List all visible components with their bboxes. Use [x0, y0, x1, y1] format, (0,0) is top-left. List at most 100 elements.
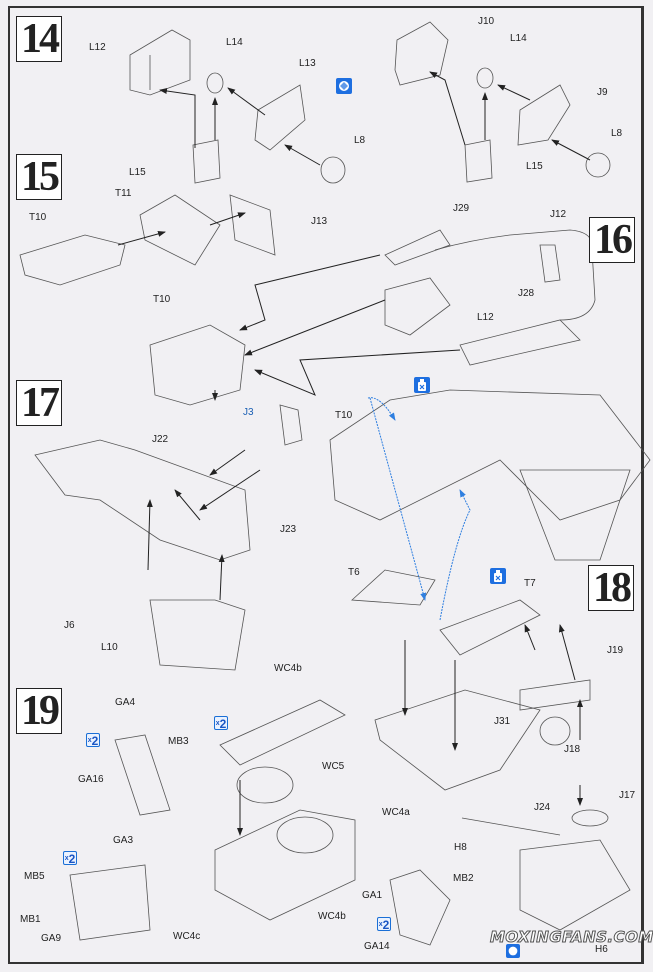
part-L8b — [585, 152, 611, 178]
part-label: L8 — [611, 128, 623, 139]
part-label: L13 — [299, 58, 316, 69]
part-label: WC4b — [274, 663, 302, 674]
page-border — [8, 6, 644, 964]
part-J10 — [394, 21, 449, 86]
part-label: H6 — [595, 944, 608, 955]
part-label: GA16 — [78, 774, 104, 785]
part-label: J9 — [597, 87, 608, 98]
part-label: J23 — [280, 524, 297, 535]
part-label: L14 — [510, 33, 527, 44]
part-J17 — [571, 809, 609, 827]
x-prefix: x — [378, 921, 383, 928]
quantity-value: 2 — [382, 918, 390, 932]
part-label: L14 — [226, 37, 243, 48]
part-L15b — [464, 139, 493, 183]
step-number-16: 16 — [589, 217, 635, 263]
part-L12b — [384, 277, 451, 336]
part-rail — [434, 229, 596, 321]
quantity-x2-badge: x2 — [377, 917, 391, 932]
part-bucket — [519, 469, 631, 561]
part-J3 — [279, 404, 303, 446]
x-prefix: x — [64, 855, 69, 862]
part-label: WC5 — [322, 761, 345, 772]
part-label: J3 — [243, 407, 254, 418]
part-label: H8 — [454, 842, 467, 853]
part-label: J28 — [518, 288, 535, 299]
x-prefix: x — [87, 737, 92, 744]
part-L13 — [254, 84, 306, 151]
part-label: L15 — [129, 167, 146, 178]
part-J12 — [539, 244, 561, 283]
part-L12 — [129, 29, 191, 96]
quantity-value: 2 — [91, 734, 99, 748]
part-WC4b-drum — [276, 816, 334, 854]
step-number-18: 18 — [588, 565, 634, 611]
part-H6-net — [519, 839, 631, 931]
part-label: MB2 — [453, 873, 474, 884]
part-label: L12 — [89, 42, 106, 53]
part-label: GA1 — [362, 890, 383, 901]
part-label: L12 — [477, 312, 494, 323]
part-label: MB1 — [20, 914, 41, 925]
part-J28 — [459, 319, 581, 366]
step-number-14: 14 — [16, 16, 62, 62]
quantity-x2-badge: x2 — [63, 851, 77, 866]
part-MB-drum — [69, 864, 151, 941]
part-L15 — [192, 139, 221, 184]
part-WC4b-rail — [219, 699, 346, 766]
quantity-value: 2 — [68, 852, 76, 866]
part-18-hull — [329, 389, 651, 521]
part-T10b — [149, 324, 246, 406]
part-label: L10 — [101, 642, 118, 653]
quantity-x2-badge: x2 — [86, 733, 100, 748]
part-label: GA9 — [41, 933, 62, 944]
part-label: T6 — [348, 567, 360, 578]
part-label: J6 — [64, 620, 75, 631]
part-WC5 — [236, 766, 294, 804]
part-label: WC4a — [382, 807, 410, 818]
part-T7 — [439, 599, 541, 656]
part-label: L15 — [526, 161, 543, 172]
part-J19 — [519, 679, 591, 711]
part-label: J17 — [619, 790, 636, 801]
part-label: J29 — [453, 203, 470, 214]
part-label: GA14 — [364, 941, 390, 952]
part-T6 — [351, 569, 436, 606]
part-T10 — [19, 234, 126, 286]
part-label: GA3 — [113, 835, 134, 846]
glue-bottle-icon — [490, 568, 506, 584]
part-label: T10 — [335, 410, 353, 421]
part-L8 — [320, 156, 346, 184]
part-L14b — [476, 67, 494, 89]
part-L10 — [149, 599, 246, 671]
part-J9 — [517, 84, 571, 146]
part-J29 — [384, 229, 451, 266]
part-label: GA4 — [115, 697, 136, 708]
part-H8-rod — [461, 817, 561, 836]
symmetric-assembly-icon — [506, 944, 520, 958]
part-label: J18 — [564, 744, 581, 755]
part-label: WC4b — [318, 911, 346, 922]
part-T11 — [139, 194, 221, 266]
part-L14 — [206, 72, 224, 94]
part-label: J31 — [494, 716, 511, 727]
glue-bottle-icon — [414, 377, 430, 393]
part-label: T10 — [29, 212, 47, 223]
part-label: J24 — [534, 802, 551, 813]
part-label: J19 — [607, 645, 624, 656]
step-number-19: 19 — [16, 688, 62, 734]
quantity-x2-badge: x2 — [214, 716, 228, 731]
part-label: J22 — [152, 434, 169, 445]
part-label: T10 — [153, 294, 171, 305]
part-label: J12 — [550, 209, 567, 220]
part-17-frame — [34, 439, 251, 561]
symmetric-assembly-icon — [336, 78, 352, 94]
part-label: T7 — [524, 578, 536, 589]
x-prefix: x — [215, 720, 220, 727]
part-label: T11 — [115, 188, 132, 199]
part-label: WC4c — [173, 931, 201, 942]
part-label: MB3 — [168, 736, 189, 747]
part-label: L8 — [354, 135, 366, 146]
